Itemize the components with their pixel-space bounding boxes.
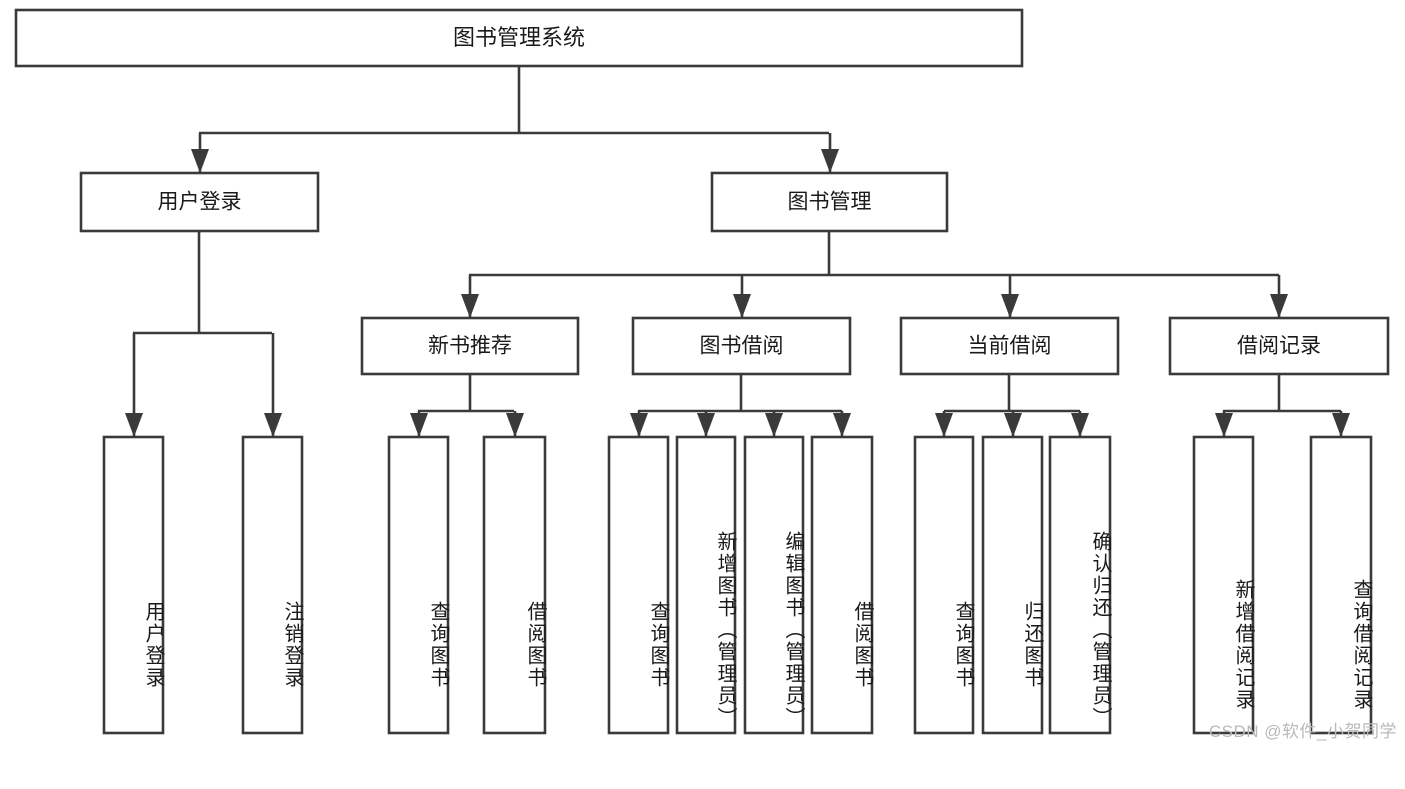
arrow-to-book-manage [821, 149, 839, 173]
node-label-book-manage: 图书管理 [788, 191, 872, 214]
arrow-to-leaf-user-logout [264, 413, 282, 437]
node-box-borrow-record[interactable] [1168, 316, 1390, 376]
arrow-to-leaf-rec-query-book [410, 413, 428, 437]
arrow-to-user-login [191, 149, 209, 173]
node-box-leaf-cur-query-book[interactable] [913, 435, 975, 735]
arrow-to-leaf-borrow-edit-book [765, 413, 783, 437]
node-box-new-book-recommend[interactable] [360, 316, 580, 376]
arrow-to-leaf-user-login [125, 413, 143, 437]
node-label-current-borrow: 当前借阅 [968, 335, 1052, 358]
node-box-leaf-user-login[interactable] [102, 435, 165, 735]
connector-layer [125, 66, 1350, 437]
node-box-leaf-cur-return-book[interactable] [981, 435, 1044, 735]
node-box-leaf-rec-query-book[interactable] [387, 435, 450, 735]
arrow-to-leaf-cur-query-book [935, 413, 953, 437]
arrow-to-leaf-borrow-add-book [697, 413, 715, 437]
node-box-layer [14, 8, 1390, 735]
book-management-system-diagram: 图书管理系统用户登录图书管理新书推荐图书借阅当前借阅借阅记录 用户登录注销登录查… [14, 8, 1397, 741]
arrow-to-current-borrow [1001, 294, 1019, 318]
arrow-to-book-borrow [733, 294, 751, 318]
node-box-book-borrow[interactable] [631, 316, 852, 376]
node-box-book-manage[interactable] [710, 171, 949, 233]
node-box-root[interactable] [14, 8, 1024, 68]
arrow-to-leaf-cur-confirm-return [1071, 413, 1089, 437]
arrow-to-new-book-recommend [461, 294, 479, 318]
arrow-to-leaf-rec-add-record [1215, 413, 1233, 437]
node-box-leaf-borrow-borrow-book[interactable] [810, 435, 874, 735]
node-box-leaf-rec-add-record[interactable] [1192, 435, 1255, 735]
node-label-book-borrow: 图书借阅 [700, 335, 784, 358]
node-label-root: 图书管理系统 [453, 25, 585, 50]
arrow-to-leaf-borrow-borrow-book [833, 413, 851, 437]
watermark-text: CSDN @软件_小贺同学 [1208, 722, 1397, 741]
node-box-user-login[interactable] [79, 171, 320, 233]
node-box-leaf-borrow-query-book[interactable] [607, 435, 670, 735]
node-box-leaf-borrow-add-book[interactable] [675, 435, 737, 735]
node-label-new-book-recommend: 新书推荐 [428, 335, 512, 358]
arrow-to-borrow-record [1270, 294, 1288, 318]
node-label-user-login: 用户登录 [158, 191, 242, 214]
arrow-to-leaf-borrow-query-book [630, 413, 648, 437]
arrow-to-leaf-rec-borrow-book [506, 413, 524, 437]
node-label-borrow-record: 借阅记录 [1237, 335, 1321, 358]
arrow-to-leaf-rec-query-record [1332, 413, 1350, 437]
node-box-leaf-rec-query-record[interactable] [1309, 435, 1373, 735]
arrow-to-leaf-cur-return-book [1004, 413, 1022, 437]
node-box-leaf-cur-confirm-return[interactable] [1048, 435, 1112, 735]
node-box-current-borrow[interactable] [899, 316, 1120, 376]
node-box-leaf-rec-borrow-book[interactable] [482, 435, 547, 735]
node-box-leaf-user-logout[interactable] [241, 435, 304, 735]
node-box-leaf-borrow-edit-book[interactable] [743, 435, 805, 735]
